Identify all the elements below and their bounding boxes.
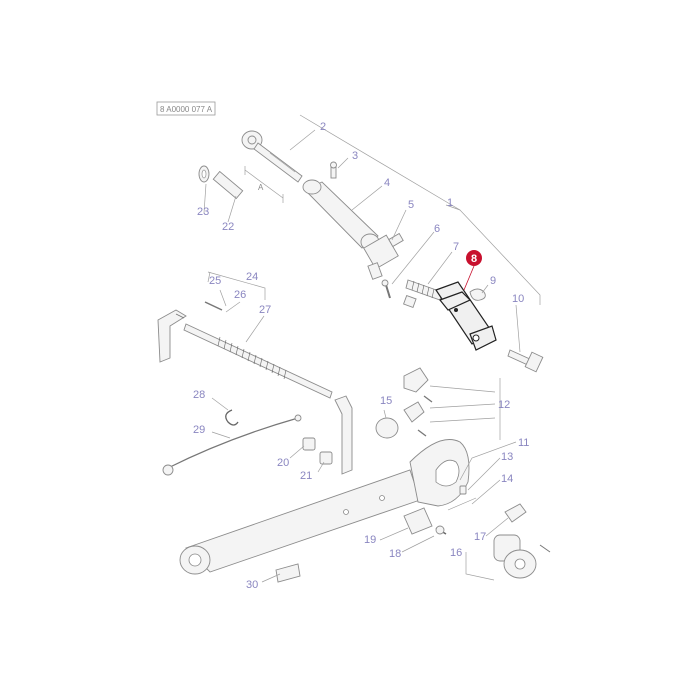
fork-part: [435, 281, 497, 351]
callout-5[interactable]: 5: [408, 199, 414, 211]
callout-29[interactable]: 29: [193, 424, 205, 436]
highlight-badge[interactable]: 8: [463, 250, 482, 291]
highlight-number: 8: [471, 253, 477, 265]
handle-part: [363, 232, 404, 280]
decal-part: [275, 563, 301, 583]
latch-part: [403, 367, 433, 437]
eye-bolt-part: [241, 130, 303, 183]
spring-pin-part: [447, 485, 477, 511]
pin-part: [381, 279, 391, 299]
bushing-part: [198, 165, 244, 200]
callout-14[interactable]: 14: [501, 473, 513, 485]
callout-6[interactable]: 6: [434, 223, 440, 235]
callout-28[interactable]: 28: [193, 389, 205, 401]
callout-12[interactable]: 12: [498, 399, 510, 411]
callout-20[interactable]: 20: [277, 457, 289, 469]
callout-11[interactable]: 11: [518, 437, 529, 449]
grease-nipple-part: [330, 161, 337, 179]
cable-part: [162, 414, 302, 476]
callout-10[interactable]: 10: [512, 293, 524, 305]
long-rod-part: [183, 323, 333, 399]
bracket-part: [157, 309, 187, 363]
callout-15[interactable]: 15: [380, 395, 392, 407]
lower-link-arm-part: [179, 439, 470, 575]
callout-7[interactable]: 7: [453, 241, 459, 253]
callout-30[interactable]: 30: [246, 579, 258, 591]
callout-25[interactable]: 25: [209, 275, 221, 287]
callout-24[interactable]: 24: [246, 271, 258, 283]
dimension-label: A: [258, 183, 264, 192]
callout-23[interactable]: 23: [197, 206, 209, 218]
callout-17[interactable]: 17: [474, 531, 486, 543]
callout-13[interactable]: 13: [501, 451, 513, 463]
tube-part: [302, 179, 380, 251]
leader-lines: [203, 129, 521, 583]
callout-26[interactable]: 26: [234, 289, 246, 301]
dimension-a: A: [244, 166, 284, 203]
lift-rod-bracket-part: [334, 395, 353, 475]
callout-2[interactable]: 2: [320, 121, 326, 133]
callout-19[interactable]: 19: [364, 534, 376, 546]
small-pin-part: [204, 301, 223, 311]
callout-16[interactable]: 16: [450, 547, 462, 559]
bolt-part: [507, 349, 544, 373]
callout-1[interactable]: 1: [447, 197, 453, 209]
plate-part: [403, 507, 447, 535]
callout-27[interactable]: 27: [259, 304, 271, 316]
ball-part: [375, 417, 399, 439]
callout-21[interactable]: 21: [300, 470, 312, 482]
callout-numbers: 1 2 3 4 5 6 7 9 10 11 12 13 14 15 16 17 …: [193, 121, 529, 591]
callout-4[interactable]: 4: [384, 177, 390, 189]
nut-part: [302, 437, 333, 465]
callout-22[interactable]: 22: [222, 221, 234, 233]
clip-part: [469, 288, 486, 301]
circlip-part: [225, 409, 239, 426]
callout-9[interactable]: 9: [490, 275, 496, 287]
reference-box: 8 A0000 077 A: [156, 101, 216, 116]
callout-18[interactable]: 18: [389, 548, 401, 560]
callout-3[interactable]: 3: [352, 150, 358, 162]
threaded-rod-part: [403, 279, 443, 308]
stabiliser-part: [493, 503, 551, 579]
reference-code: 8 A0000 077 A: [160, 105, 213, 114]
